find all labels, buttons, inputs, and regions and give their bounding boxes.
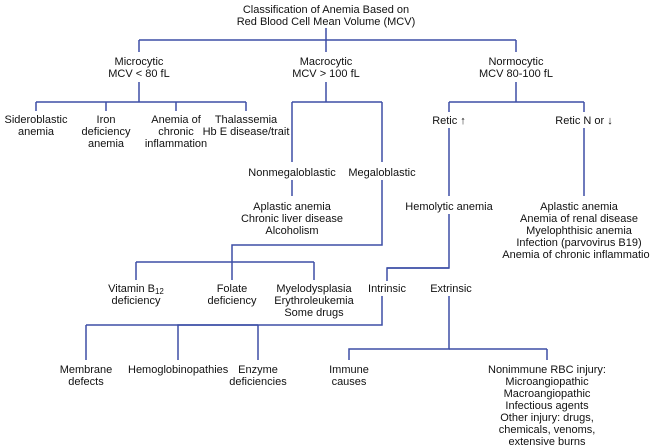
chronic-line1: Anemia of (151, 114, 201, 126)
enzyme-line2: deficiencies (229, 376, 287, 388)
iron-line2: deficiency (81, 126, 131, 138)
myelo-line2: Erythroleukemia (274, 295, 354, 307)
membrane-line1: Membrane (59, 364, 113, 376)
immune-line2: causes (331, 376, 367, 388)
nonimmune-line7: extensive burns (508, 436, 586, 448)
thalassemia-node: Thalassemia Hb E disease/trait (196, 114, 296, 138)
chronic-line3: inflammation (144, 138, 208, 150)
thalassemia-line1: Thalassemia (214, 114, 278, 126)
folate-line1: Folate (216, 283, 248, 295)
retic-n-cause-1: Aplastic anemia (540, 201, 618, 213)
macrocytic-title: Macrocytic (299, 56, 353, 68)
vitamin-b12-node: Vitamin B12 deficiency (96, 283, 176, 307)
root-title-line2: Red Blood Cell Mean Volume (MCV) (236, 16, 416, 28)
b12-line2: deficiency (111, 295, 161, 307)
retic-n-cause-2: Anemia of renal disease (519, 213, 638, 225)
retic-n-cause-3: Myelophthisic anemia (526, 225, 632, 237)
folate-line2: deficiency (207, 295, 257, 307)
nonmega-cause-3: Alcoholism (265, 225, 319, 237)
nonimmune-line4: Infectious agents (505, 400, 589, 412)
retic-up-node: Retic ↑ (432, 115, 466, 127)
iron-line1: Iron (96, 114, 116, 126)
macrocytic-node: Macrocytic MCV > 100 fL (276, 56, 376, 80)
iron-deficiency-node: Iron deficiency anemia (66, 114, 146, 150)
chronic-line2: chronic (158, 126, 194, 138)
microcytic-criterion: MCV < 80 fL (108, 68, 170, 80)
nonimmune-line2: Microangiopathic (505, 376, 589, 388)
sideroblastic-anemia-node: Sideroblastic anemia (0, 114, 76, 138)
hemolytic-anemia-node: Hemolytic anemia (405, 201, 493, 213)
immune-line1: Immune (329, 364, 369, 376)
enzyme-line1: Enzyme (238, 364, 278, 376)
macrocytic-criterion: MCV > 100 fL (292, 68, 360, 80)
myelo-line3: Some drugs (284, 307, 344, 319)
intrinsic-node: Intrinsic (368, 283, 406, 295)
myelodysplasia-node: Myelodysplasia Erythroleukemia Some drug… (264, 283, 364, 319)
nonimmune-line3: Macroangiopathic (503, 388, 591, 400)
extrinsic-node: Extrinsic (430, 283, 472, 295)
megaloblastic-node: Megaloblastic (348, 167, 416, 179)
hemoglobinopathies-node: Hemoglobinopathies (128, 364, 229, 376)
root-title: Classification of Anemia Based on Red Bl… (226, 4, 426, 28)
root-title-line1: Classification of Anemia Based on (242, 4, 410, 16)
microcytic-node: Microcytic MCV < 80 fL (89, 56, 189, 80)
iron-line3: anemia (87, 138, 125, 150)
normocytic-criterion: MCV 80-100 fL (479, 68, 553, 80)
folate-node: Folate deficiency (192, 283, 272, 307)
nonimmune-line5: Other injury: drugs, (500, 412, 594, 424)
b12-subscript: 12 (154, 287, 164, 296)
b12-prefix: Vitamin B (108, 283, 155, 295)
retic-n-cause-4: Infection (parvovirus B19) (516, 237, 642, 249)
nonmega-cause-2: Chronic liver disease (240, 213, 344, 225)
nonmegaloblastic-causes: Aplastic anemia Chronic liver disease Al… (227, 201, 357, 237)
myelo-line1: Myelodysplasia (276, 283, 352, 295)
retic-normal-causes: Aplastic anemia Anemia of renal disease … (494, 201, 650, 261)
membrane-line2: defects (68, 376, 104, 388)
b12-line1: Vitamin B12 (96, 283, 176, 296)
enzyme-deficiencies-node: Enzyme deficiencies (218, 364, 298, 388)
immune-causes-node: Immune causes (319, 364, 379, 388)
sideroblastic-line2: anemia (17, 126, 55, 138)
thalassemia-line2: Hb E disease/trait (202, 126, 290, 138)
nonmegaloblastic-node: Nonmegaloblastic (248, 167, 336, 179)
nonimmune-line1: Nonimmune RBC injury: (488, 364, 606, 376)
sideroblastic-line1: Sideroblastic (4, 114, 68, 126)
chronic-inflammation-node: Anemia of chronic inflammation (136, 114, 216, 150)
nonimmune-injury-node: Nonimmune RBC injury: Microangiopathic M… (482, 364, 612, 448)
nonmega-cause-1: Aplastic anemia (253, 201, 331, 213)
retic-normal-node: Retic N or ↓ (555, 115, 613, 127)
normocytic-title: Normocytic (488, 56, 544, 68)
nonimmune-line6: chemicals, venoms, (498, 424, 596, 436)
normocytic-node: Normocytic MCV 80-100 fL (466, 56, 566, 80)
microcytic-title: Microcytic (114, 56, 164, 68)
membrane-defects-node: Membrane defects (56, 364, 116, 388)
retic-n-cause-5: Anemia of chronic inflammation (502, 249, 650, 261)
